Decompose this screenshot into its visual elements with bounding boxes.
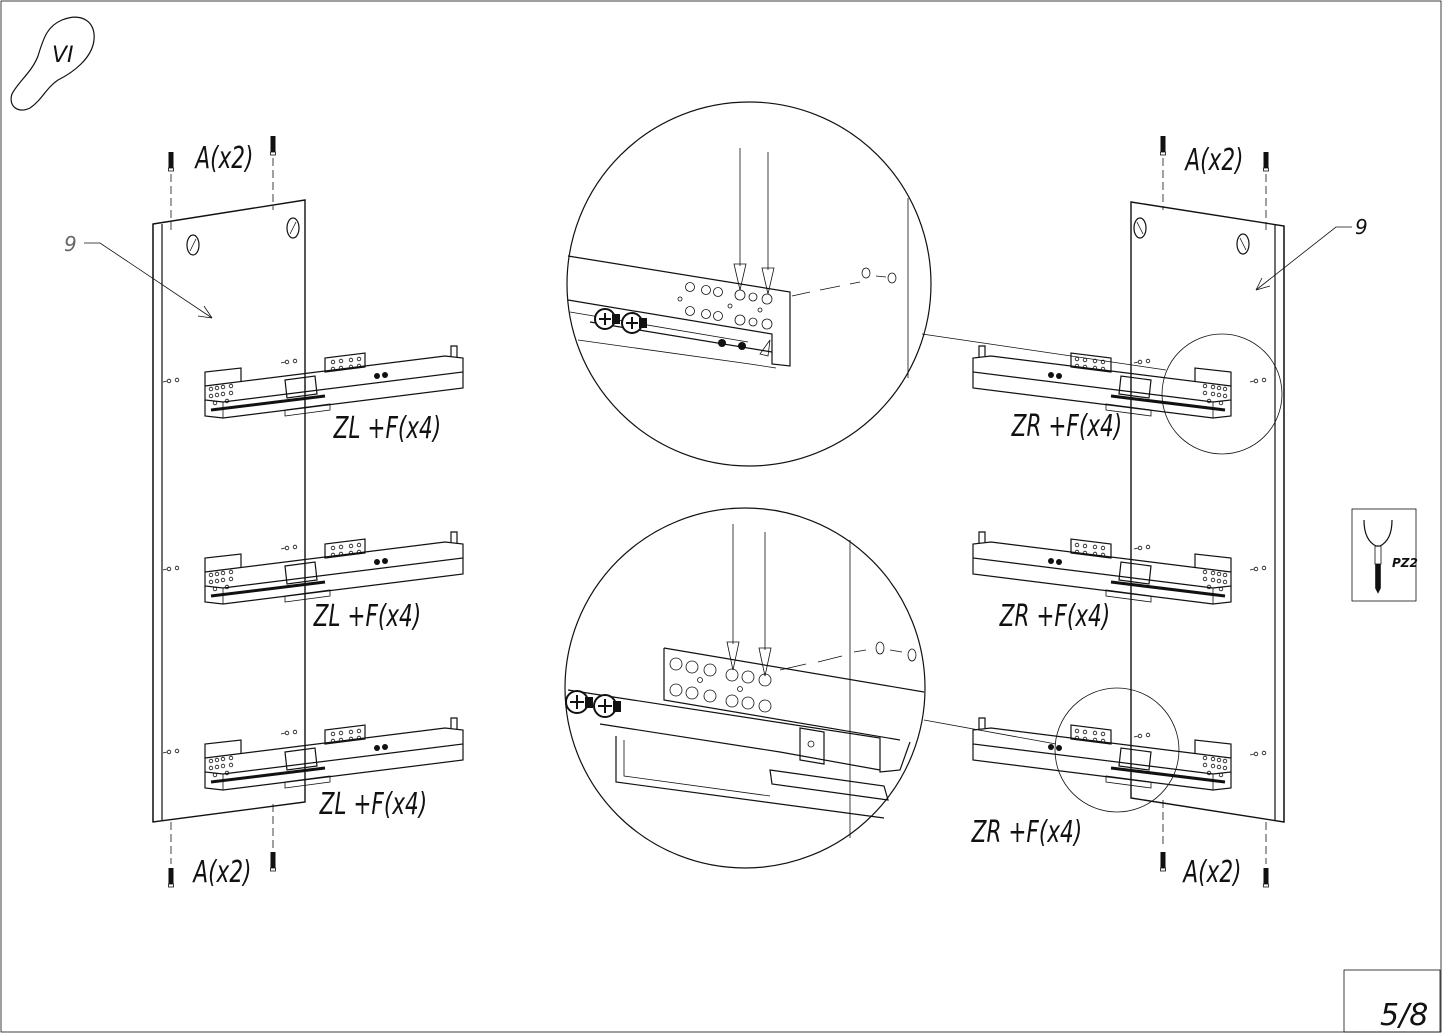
dowel-label-right-top: A(x2) xyxy=(1184,144,1244,178)
part-number-left: 9 xyxy=(64,232,213,319)
foot-icon xyxy=(10,16,95,111)
dowels-left-bottom: A(x2) xyxy=(168,804,276,890)
dowel-label-left-top: A(x2) xyxy=(194,142,254,176)
page-number: 5/8 xyxy=(1380,998,1428,1033)
dowel-icon xyxy=(270,135,276,156)
part-number-left-label: 9 xyxy=(64,232,77,256)
dowels-right-bottom: A(x2) xyxy=(1160,800,1269,890)
tool-box: PZ2 xyxy=(1351,508,1418,602)
dowel-icon xyxy=(168,151,174,172)
dowel-label-left-bottom: A(x2) xyxy=(192,856,252,890)
part-number-right-label: 9 xyxy=(1355,215,1368,239)
slide-label-right-1: ZR +F(x4) xyxy=(1011,410,1122,444)
dowel-icon xyxy=(1263,151,1269,172)
left-slides: ZL +F(x4) ZL +F(x4) ZL +F(x4) xyxy=(203,344,465,822)
slide-label-left-2: ZL +F(x4) xyxy=(313,600,421,634)
dowel-icon xyxy=(1160,135,1166,156)
slide-label-right-3: ZR +F(x4) xyxy=(971,816,1082,850)
screw-icon xyxy=(593,694,621,718)
slide-label-right-2: ZR +F(x4) xyxy=(999,600,1110,634)
page-number-box: 5/8 xyxy=(1343,969,1441,1033)
slide-label-left-1: ZL +F(x4) xyxy=(333,412,441,446)
tool-label: PZ2 xyxy=(1392,556,1418,570)
detail-leader-top xyxy=(921,333,1167,371)
dowels-left-top: A(x2) xyxy=(168,135,276,230)
step-badge-label: VI xyxy=(52,43,74,68)
right-slides: ZR +F(x4) ZR +F(x4) ZR +F(x4) xyxy=(971,344,1233,850)
screw-icon xyxy=(565,690,593,714)
detail-leader-bottom xyxy=(923,719,1057,745)
right-side-panel xyxy=(1130,201,1285,823)
screw-icon xyxy=(594,308,620,330)
screw-icon xyxy=(621,312,647,334)
detail-callout-top xyxy=(1161,333,1283,455)
dowel-label-right-bottom: A(x2) xyxy=(1182,856,1242,890)
part-number-right: 9 xyxy=(1255,215,1368,291)
dowel-icon xyxy=(1263,867,1269,888)
dowel-icon xyxy=(168,867,174,888)
detail-view-bottom xyxy=(564,507,926,869)
dowel-icon xyxy=(270,851,276,872)
detail-view-top xyxy=(566,101,932,467)
dowel-icon xyxy=(1160,851,1166,872)
screwdriver-icon xyxy=(1363,519,1393,594)
left-side-panel xyxy=(152,199,306,823)
detail-callout-bottom xyxy=(1054,687,1180,813)
dowels-right-top: A(x2) xyxy=(1160,135,1269,232)
step-badge: VI xyxy=(10,16,95,111)
slide-label-left-3: ZL +F(x4) xyxy=(319,788,427,822)
